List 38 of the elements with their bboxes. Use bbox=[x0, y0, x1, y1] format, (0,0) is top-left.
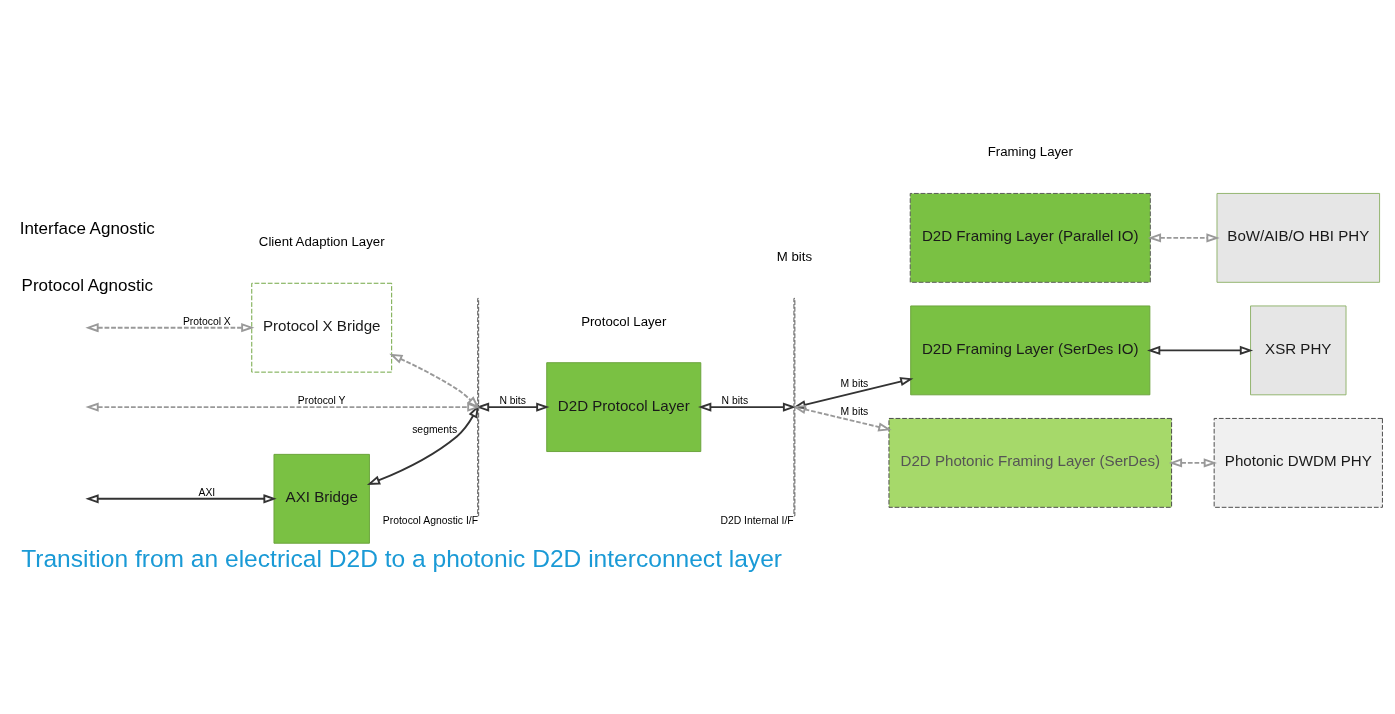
node-bar bbox=[793, 297, 796, 517]
label: M bits bbox=[776, 249, 813, 265]
arrow bbox=[1147, 233, 1220, 243]
edge-label: N bits bbox=[721, 395, 749, 407]
node-box: D2D Protocol Layer bbox=[546, 362, 702, 452]
arrow bbox=[1168, 458, 1217, 468]
label: Interface Agnostic bbox=[19, 218, 155, 238]
node-box: Protocol X Bridge bbox=[251, 282, 393, 373]
arrow bbox=[366, 404, 479, 485]
node-box: AXI Bridge bbox=[273, 453, 370, 544]
node-label: Protocol Agnostic I/F bbox=[382, 515, 479, 527]
node-box: D2D Framing Layer (SerDes IO) bbox=[910, 305, 1151, 396]
node-box: D2D Framing Layer (Parallel IO) bbox=[909, 192, 1151, 283]
edge-label: M bits bbox=[840, 406, 869, 418]
caption: Transition from an electrical D2D to a photonic D2D interconnect layer bbox=[21, 544, 783, 572]
node-box: Photonic DWDM PHY bbox=[1213, 417, 1383, 508]
arrow bbox=[85, 396, 481, 419]
edge-label: N bits bbox=[499, 395, 526, 407]
arrow bbox=[85, 323, 255, 333]
node-box: XSR PHY bbox=[1250, 305, 1347, 396]
edge-label: AXI bbox=[198, 486, 216, 498]
label: Protocol Layer bbox=[581, 313, 667, 329]
arrow bbox=[389, 353, 481, 412]
arrow bbox=[85, 494, 277, 504]
node-label: D2D Internal I/F bbox=[720, 515, 794, 527]
arrow bbox=[792, 405, 892, 432]
edge-label: Protocol Y bbox=[297, 395, 346, 407]
arrow bbox=[1147, 345, 1254, 356]
label: Client Adaption Layer bbox=[258, 234, 385, 250]
edge-label: M bits bbox=[840, 378, 869, 390]
node-bar bbox=[477, 297, 480, 517]
node-box: BoW/AIB/O HBI PHY bbox=[1216, 192, 1381, 283]
arrow bbox=[792, 377, 914, 410]
label: Framing Layer bbox=[987, 144, 1073, 160]
label: Protocol Agnostic bbox=[21, 276, 153, 296]
edge-label: segments bbox=[412, 424, 458, 436]
edge-label: Protocol X bbox=[182, 315, 231, 327]
node-box: D2D Photonic Framing Layer (SerDes) bbox=[888, 417, 1173, 508]
